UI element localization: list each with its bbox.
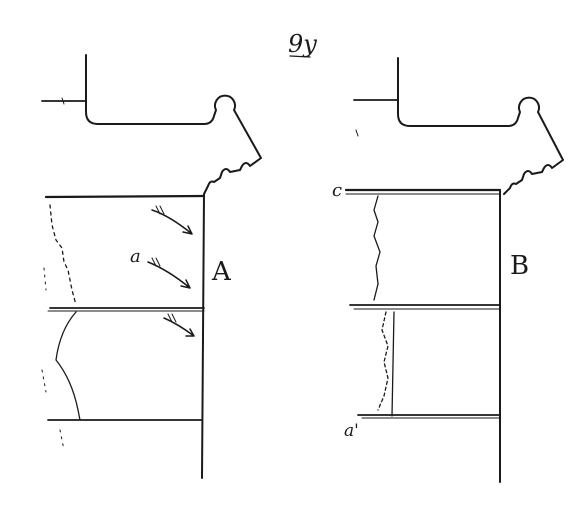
panel-a-left-dots — [41, 267, 65, 451]
panel-a-left-ground-curve — [55, 311, 81, 421]
panel-a-arrow-top — [151, 209, 193, 235]
panel-b-bottom-letter: a' — [344, 421, 359, 441]
panel-b-cornice-profile — [397, 57, 564, 195]
panel-b-inner-wall-lower — [391, 311, 395, 417]
panel-a-left-rough-edge-upper — [49, 204, 77, 306]
panel-b: c a' B — [332, 57, 564, 483]
panel-a-tick — [61, 97, 65, 105]
panel-b-top-letter: c — [332, 180, 342, 201]
panel-a-arrow-bottom — [163, 317, 195, 337]
panel-a-cornice-profile — [85, 54, 262, 195]
panel-a-wall-line — [201, 193, 205, 479]
panel-a-arrow-middle — [147, 261, 191, 289]
panel-a-top-line — [44, 194, 206, 199]
panel-b-left-rough-edge-lower — [377, 311, 389, 411]
panel-a-arrow-label: a — [130, 246, 141, 267]
panel-a-arrow-tails — [151, 205, 177, 323]
panel-b-tick — [355, 129, 359, 137]
panel-b-left-rough-edge-upper — [373, 195, 381, 301]
page-mark-underline — [289, 55, 311, 58]
panel-b-label: B — [510, 251, 529, 281]
panel-a: a A — [41, 54, 262, 479]
panel-a-label: A — [211, 257, 232, 287]
page-mark: 9y — [288, 30, 317, 58]
